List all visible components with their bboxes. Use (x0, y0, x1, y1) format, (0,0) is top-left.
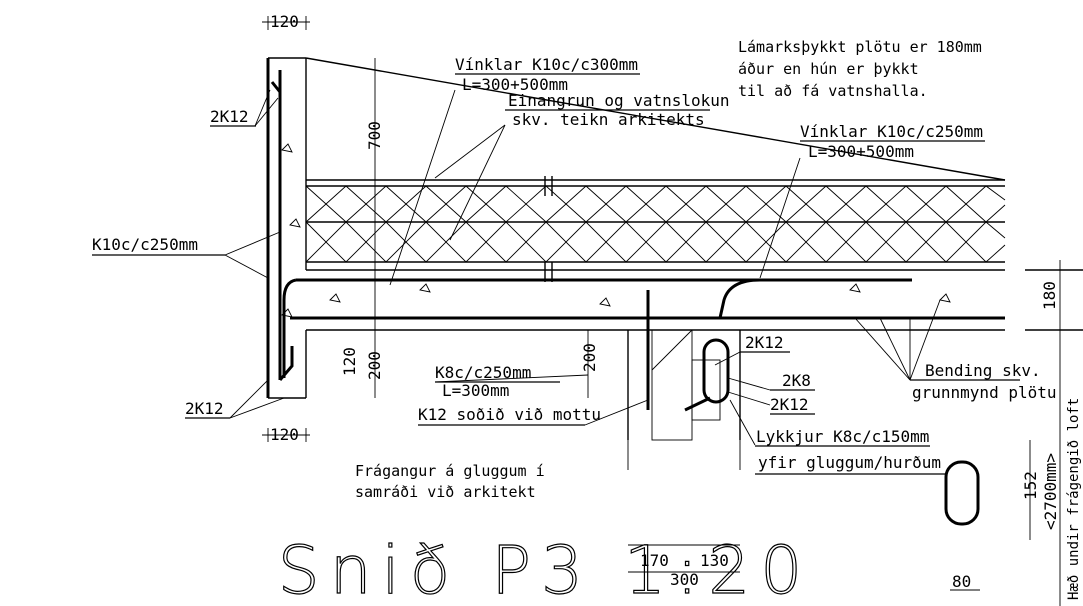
label-stirrups-2: yfir gluggum/hurðum (758, 453, 941, 472)
note-windows-2: samráði við arkitekt (355, 483, 536, 501)
label-k12-welded: K12 soðið við mottu (418, 405, 601, 424)
dim-180: 180 (1040, 281, 1059, 310)
dim-700: 700 (365, 121, 384, 150)
label-top-2k12: 2K12 (210, 107, 249, 126)
leader-lines (224, 89, 941, 446)
drawing-title: Snið P3 1:20 (278, 532, 812, 606)
label-bending-1: Bending skv. (925, 361, 1041, 380)
label-k8-250: K8c/c250mm (435, 363, 531, 382)
dim-200-mid: 200 (580, 343, 599, 372)
label-stirrups-1: Lykkjur K8c/c150mm (756, 427, 929, 446)
label-vinklar-300-length: L=300+500mm (462, 75, 568, 94)
dim-80: 80 (952, 572, 971, 591)
height-label: Hæð undir frágengið loft (1066, 398, 1082, 600)
dim-top-120: 120 (270, 12, 299, 31)
dim-152: 152 (1021, 471, 1040, 500)
label-wall-k10: K10c/c250mm (92, 235, 198, 254)
label-vinklar-250: Vínklar K10c/c250mm (800, 122, 983, 141)
label-insulation-1: Einangrun og vatnslokun (508, 91, 730, 110)
label-insulation-2: skv. teikn arkitekts (512, 110, 705, 129)
dim-130: 130 (700, 551, 729, 570)
note-min-thickness-1: Lámarksþykkt plötu er 180mm (738, 38, 982, 56)
parapet-wall (266, 57, 1006, 399)
dim-2700: <2700mm> (1041, 453, 1060, 530)
label-bottom-2k12: 2K12 (185, 399, 224, 418)
dim-170: 170 (640, 551, 669, 570)
annotation-text: 120 120 700 200 120 200 170 130 300 180 … (92, 12, 1082, 606)
label-beam-2k8: 2K8 (782, 371, 811, 390)
window-beam (627, 290, 980, 526)
label-beam-2k12-bottom: 2K12 (770, 395, 809, 414)
concrete-slab (281, 143, 1083, 378)
label-k8-length: L=300mm (442, 381, 509, 400)
label-beam-2k12-top: 2K12 (745, 333, 784, 352)
dim-bottom-120: 120 (270, 425, 299, 444)
note-min-thickness-2: áður en hún er þykkt (738, 60, 919, 78)
dim-200-left: 200 (365, 351, 384, 380)
note-windows-1: Frágangur á gluggum í (355, 462, 545, 480)
label-bending-2: grunnmynd plötu (912, 383, 1057, 402)
insulation-layer (305, 176, 1006, 263)
label-vinklar-250-length: L=300+500mm (808, 142, 914, 161)
note-min-thickness-3: til að fá vatnshalla. (738, 82, 928, 100)
dimension-lines (262, 16, 1070, 606)
dim-120-left: 120 (340, 347, 359, 376)
dim-300: 300 (670, 570, 699, 589)
label-vinklar-300: Vínklar K10c/c300mm (455, 55, 638, 74)
